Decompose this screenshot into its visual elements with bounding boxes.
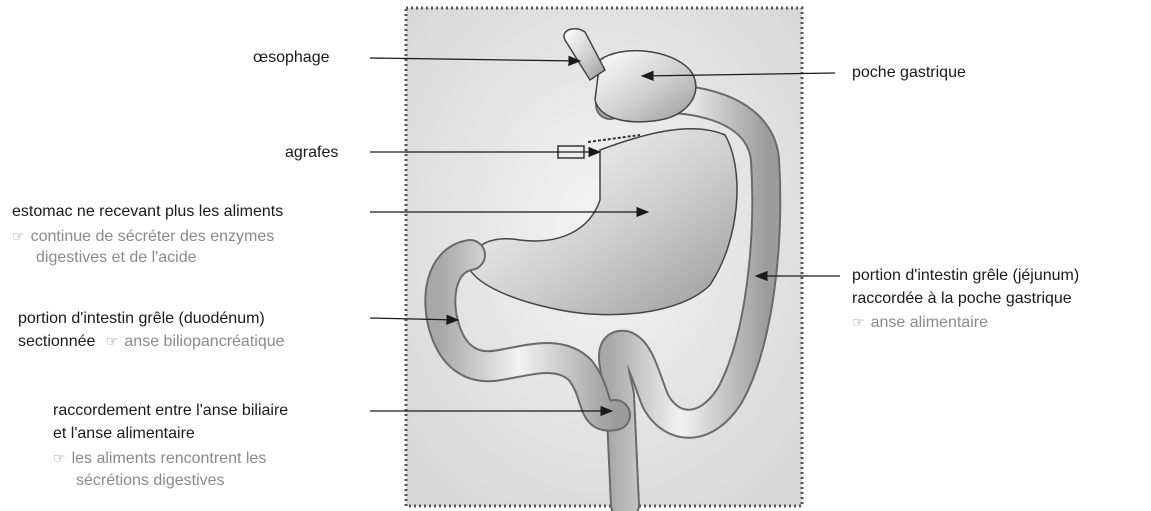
note-estomac-line2: digestives et de l'acide <box>36 247 196 269</box>
label-duodenum-line2: sectionnée ☞anse biliopancréatique <box>18 330 285 353</box>
label-oesophage: œsophage <box>253 47 330 69</box>
label-raccord-line1: raccordement entre l'anse biliaire <box>53 400 288 422</box>
note-raccord-line1: ☞les aliments rencontrent les <box>53 447 266 470</box>
label-jejunum-line2: raccordée à la poche gastrique <box>852 288 1072 310</box>
label-jejunum-line1: portion d'intestin grêle (jéjunum) <box>852 265 1079 287</box>
pointing-hand-icon: ☞ <box>53 450 66 466</box>
note-raccord-line2: sécrétions digestives <box>76 470 225 492</box>
label-raccord-line2: et l'anse alimentaire <box>53 423 195 445</box>
label-agrafes: agrafes <box>285 142 338 164</box>
pointing-hand-icon: ☞ <box>12 228 25 244</box>
label-estomac: estomac ne recevant plus les aliments <box>12 201 283 223</box>
label-duodenum-line1: portion d'intestin grêle (duodénum) <box>18 308 265 330</box>
pointing-hand-icon: ☞ <box>106 333 119 349</box>
label-poche-gastrique: poche gastrique <box>852 62 966 84</box>
pointing-hand-icon: ☞ <box>852 314 865 330</box>
note-jejunum: ☞anse alimentaire <box>852 311 988 334</box>
note-estomac-line1: ☞continue de sécréter des enzymes <box>12 225 274 248</box>
